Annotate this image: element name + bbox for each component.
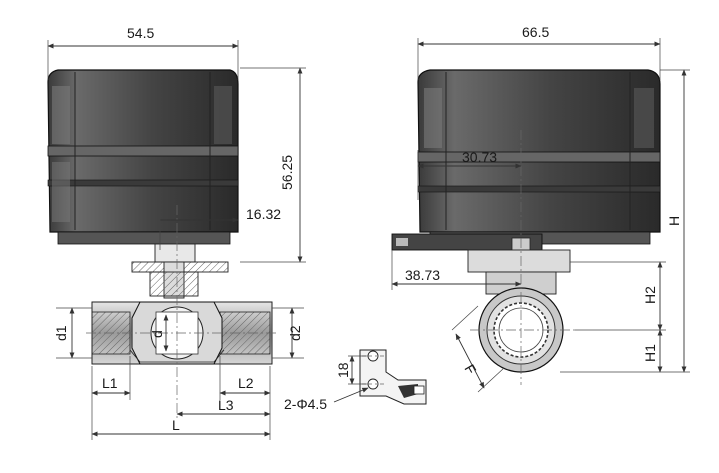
dim-bracket-spacing: 18 [335,362,351,378]
dim-H2: H2 [642,286,658,304]
dim-side-width: 66.5 [522,24,549,40]
dim-bracket-holes: 2-Φ4.5 [284,396,327,412]
dim-d: d [149,330,165,338]
front-view: 54.5 56.25 16.32 d1 d d2 L1 L2 [47,25,306,440]
dim-front-height: 56.25 [279,155,295,190]
dim-base-offset: 38.73 [405,267,440,283]
mounting-bracket-detail: 18 2-Φ4.5 [284,349,427,412]
dim-H: H [666,216,682,226]
dim-stem-offset: 16.32 [246,206,281,222]
dim-L2: L2 [238,375,254,391]
side-bracket [391,233,571,273]
dim-front-width: 54.5 [127,25,154,41]
dim-d2: d2 [287,325,303,341]
dim-center-offset: 30.73 [462,149,497,165]
dim-L3: L3 [218,397,234,413]
dim-H1: H1 [642,344,658,362]
front-actuator-housing [47,69,239,245]
dim-L: L [172,417,180,433]
dim-d1: d1 [53,325,69,341]
dim-L1: L1 [102,375,118,391]
front-coupling [131,243,229,299]
side-actuator-housing [417,69,661,245]
side-view: 66.5 30.73 38.73 H H2 H1 F [391,24,690,393]
